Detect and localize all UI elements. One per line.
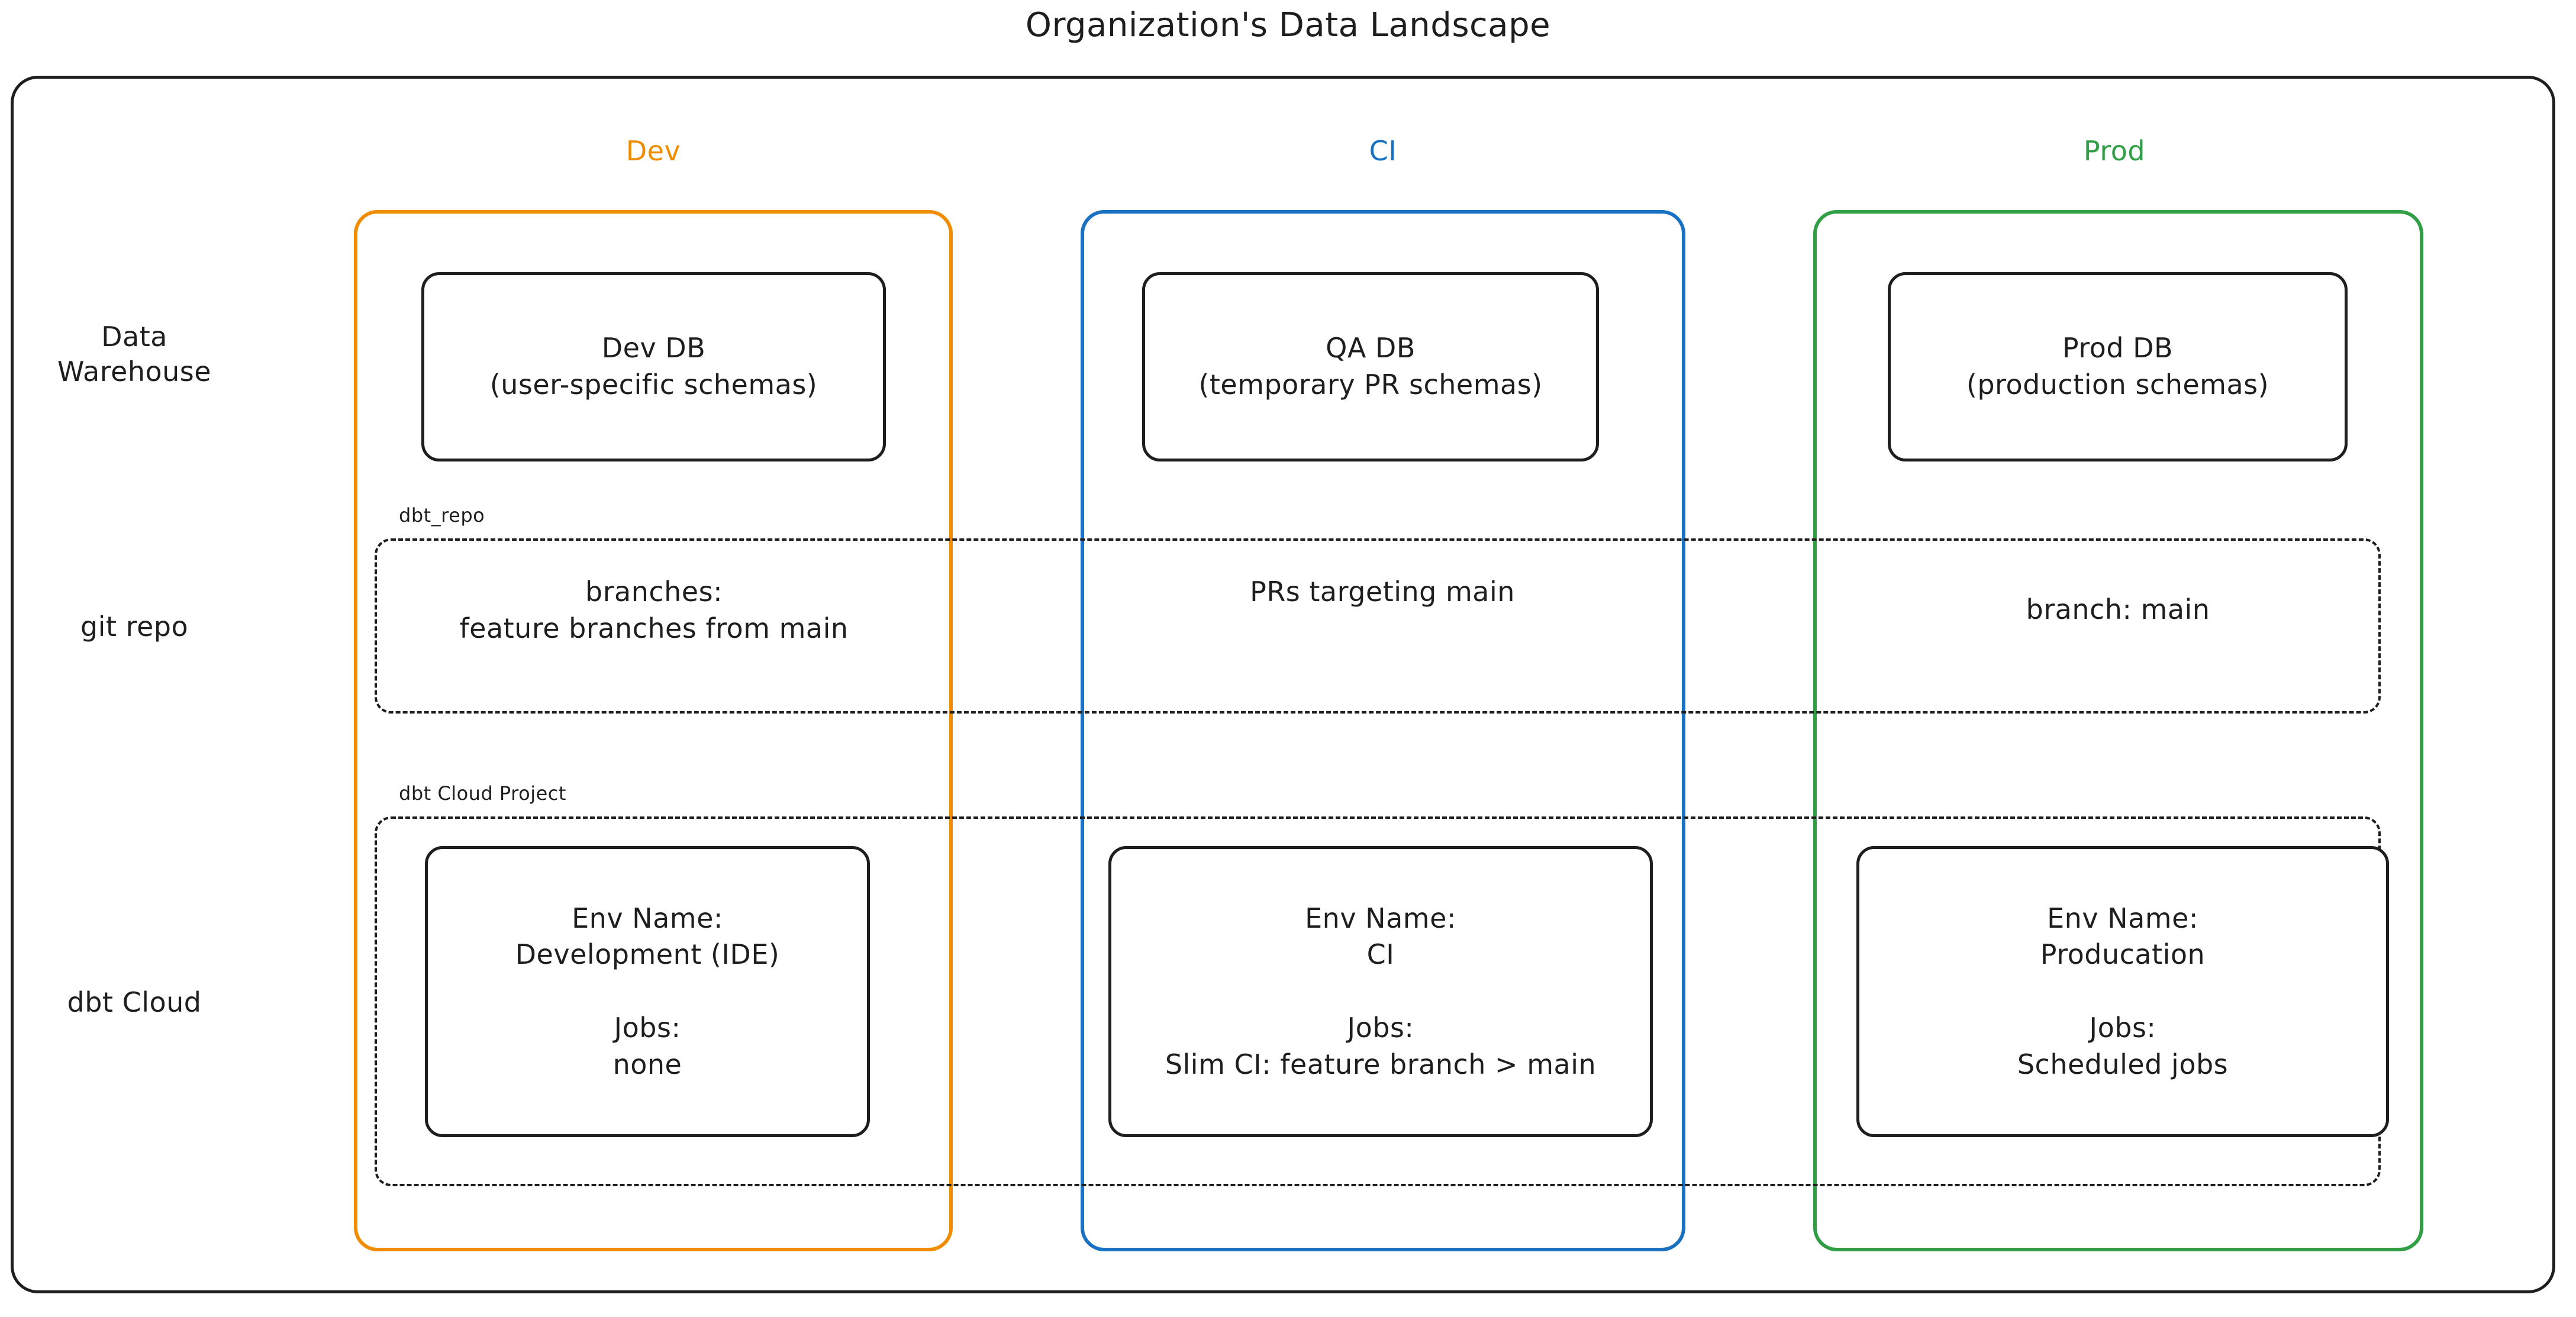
warehouse-box-ci: QA DB (temporary PR schemas): [1142, 272, 1599, 461]
dbt-cloud-env-name-ci: Env Name: CI: [1305, 902, 1456, 971]
dbt-cloud-jobs-dev: Jobs: none: [612, 1012, 682, 1080]
env-title-prod: Prod: [2083, 135, 2146, 167]
env-title-ci: CI: [1369, 135, 1397, 167]
git-repo-cell-dev: branches: feature branches from main: [459, 576, 849, 644]
dbt-cloud-jobs-ci: Jobs: Slim CI: feature branch > main: [1165, 1012, 1597, 1080]
warehouse-box-dev: Dev DB (user-specific schemas): [421, 272, 886, 461]
dbt-cloud-env-box-prod: Env Name: Producation Jobs: Scheduled jo…: [1856, 846, 2389, 1137]
warehouse-box-prod: Prod DB (production schemas): [1888, 272, 2348, 461]
dbt-cloud-env-name-prod: Env Name: Producation: [2040, 902, 2206, 971]
dbt-cloud-env-box-ci: Env Name: CI Jobs: Slim CI: feature bran…: [1108, 846, 1653, 1137]
dbt-cloud-env-name-dev: Env Name: Development (IDE): [515, 902, 780, 971]
dbt-cloud-jobs-prod: Jobs: Scheduled jobs: [2017, 1012, 2229, 1080]
git-repo-cell-ci: PRs targeting main: [1250, 576, 1515, 608]
row-label-data-warehouse: Data Warehouse: [57, 321, 212, 388]
outer-frame: [11, 76, 2555, 1293]
git-repo-cell-prod: branch: main: [2026, 593, 2210, 625]
row-label-dbt-cloud: dbt Cloud: [67, 986, 202, 1018]
env-column-dev: [354, 210, 953, 1251]
row-label-git-repo: git repo: [80, 611, 189, 643]
env-column-prod: [1813, 210, 2423, 1251]
page-title: Organization's Data Landscape: [1025, 6, 1551, 44]
env-title-dev: Dev: [626, 135, 681, 167]
env-column-ci: [1081, 210, 1685, 1251]
dbt-cloud-env-box-dev: Env Name: Development (IDE) Jobs: none: [425, 846, 870, 1137]
group-dbt-repo: [375, 538, 2381, 714]
group-label-dbt-repo: dbt_repo: [395, 504, 489, 527]
group-label-dbt-cloud-project: dbt Cloud Project: [395, 782, 570, 805]
